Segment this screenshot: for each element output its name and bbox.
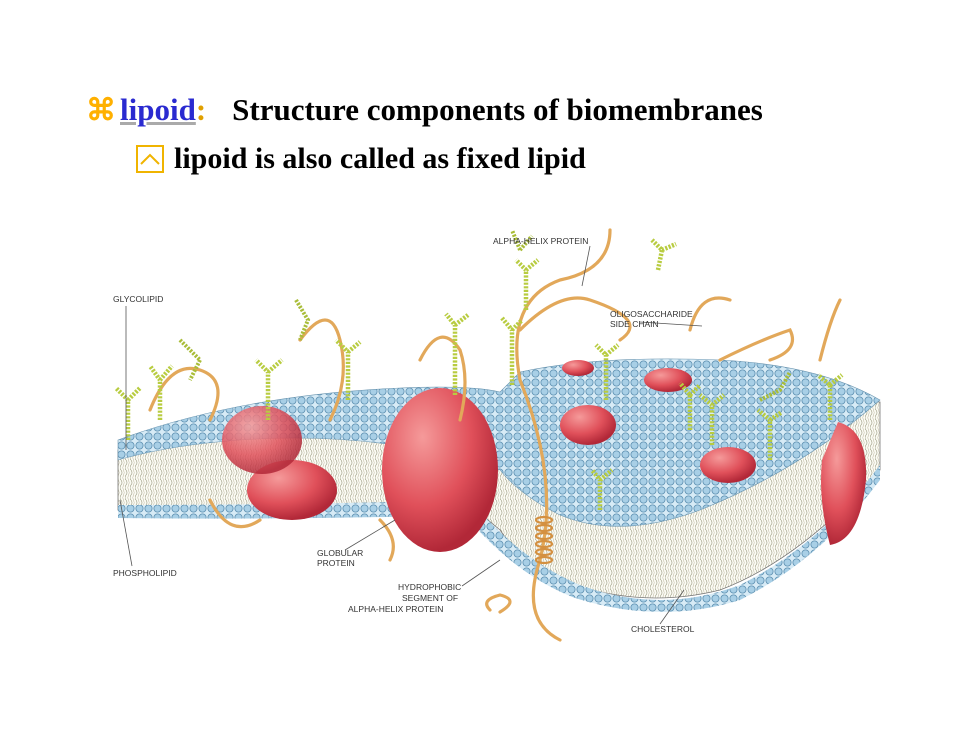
label-hydrophobic-line2: SEGMENT OF [402, 593, 458, 603]
membrane-protein-right [700, 447, 756, 483]
label-phospholipid: PHOSPHOLIPID [113, 568, 177, 578]
label-globular-line2: PROTEIN [317, 558, 355, 568]
membrane-protein-small-1 [562, 360, 594, 376]
globular-protein-large [382, 388, 498, 552]
label-oligosaccharide-line1: OLIGOSACCHARIDE [610, 309, 693, 319]
slide-heading: ⌘lipoid: Structure components of biomembr… [86, 92, 763, 128]
command-bullet-icon: ⌘ [86, 94, 116, 127]
label-hydrophobic-line3: ALPHA-HELIX PROTEIN [348, 604, 443, 614]
membrane-protein-edge [821, 422, 867, 545]
label-glycolipid: GLYCOLIPID [113, 294, 163, 304]
label-globular-line1: GLOBULAR [317, 548, 363, 558]
oligosaccharide-chains [114, 238, 844, 510]
alpha-helix-strands [148, 228, 842, 642]
label-alpha-helix-protein: ALPHA-HELIX PROTEIN [493, 236, 588, 246]
label-pointer-lines [119, 245, 703, 625]
membrane-protein-center [560, 405, 616, 445]
globular-protein-left [247, 460, 337, 520]
chevron-box-bullet-icon [136, 145, 164, 173]
membrane-protein-left-top [222, 406, 302, 474]
label-cholesterol: CHOLESTEROL [631, 624, 695, 634]
heading-colon: : [195, 92, 207, 127]
heading-text: Structure components of biomembranes [232, 92, 763, 127]
subheading-text: lipoid is also called as fixed lipid [174, 142, 586, 175]
alpha-helix-coil [534, 515, 554, 565]
label-hydrophobic-line1: HYDROPHOBIC [398, 582, 461, 592]
slide-subheading: lipoid is also called as fixed lipid [136, 142, 586, 176]
label-oligosaccharide-line2: SIDE CHAIN [610, 319, 659, 329]
glycolipid-branches [178, 229, 792, 402]
membrane-lower-heads [118, 465, 880, 613]
heading-keyword: lipoid [120, 92, 196, 127]
